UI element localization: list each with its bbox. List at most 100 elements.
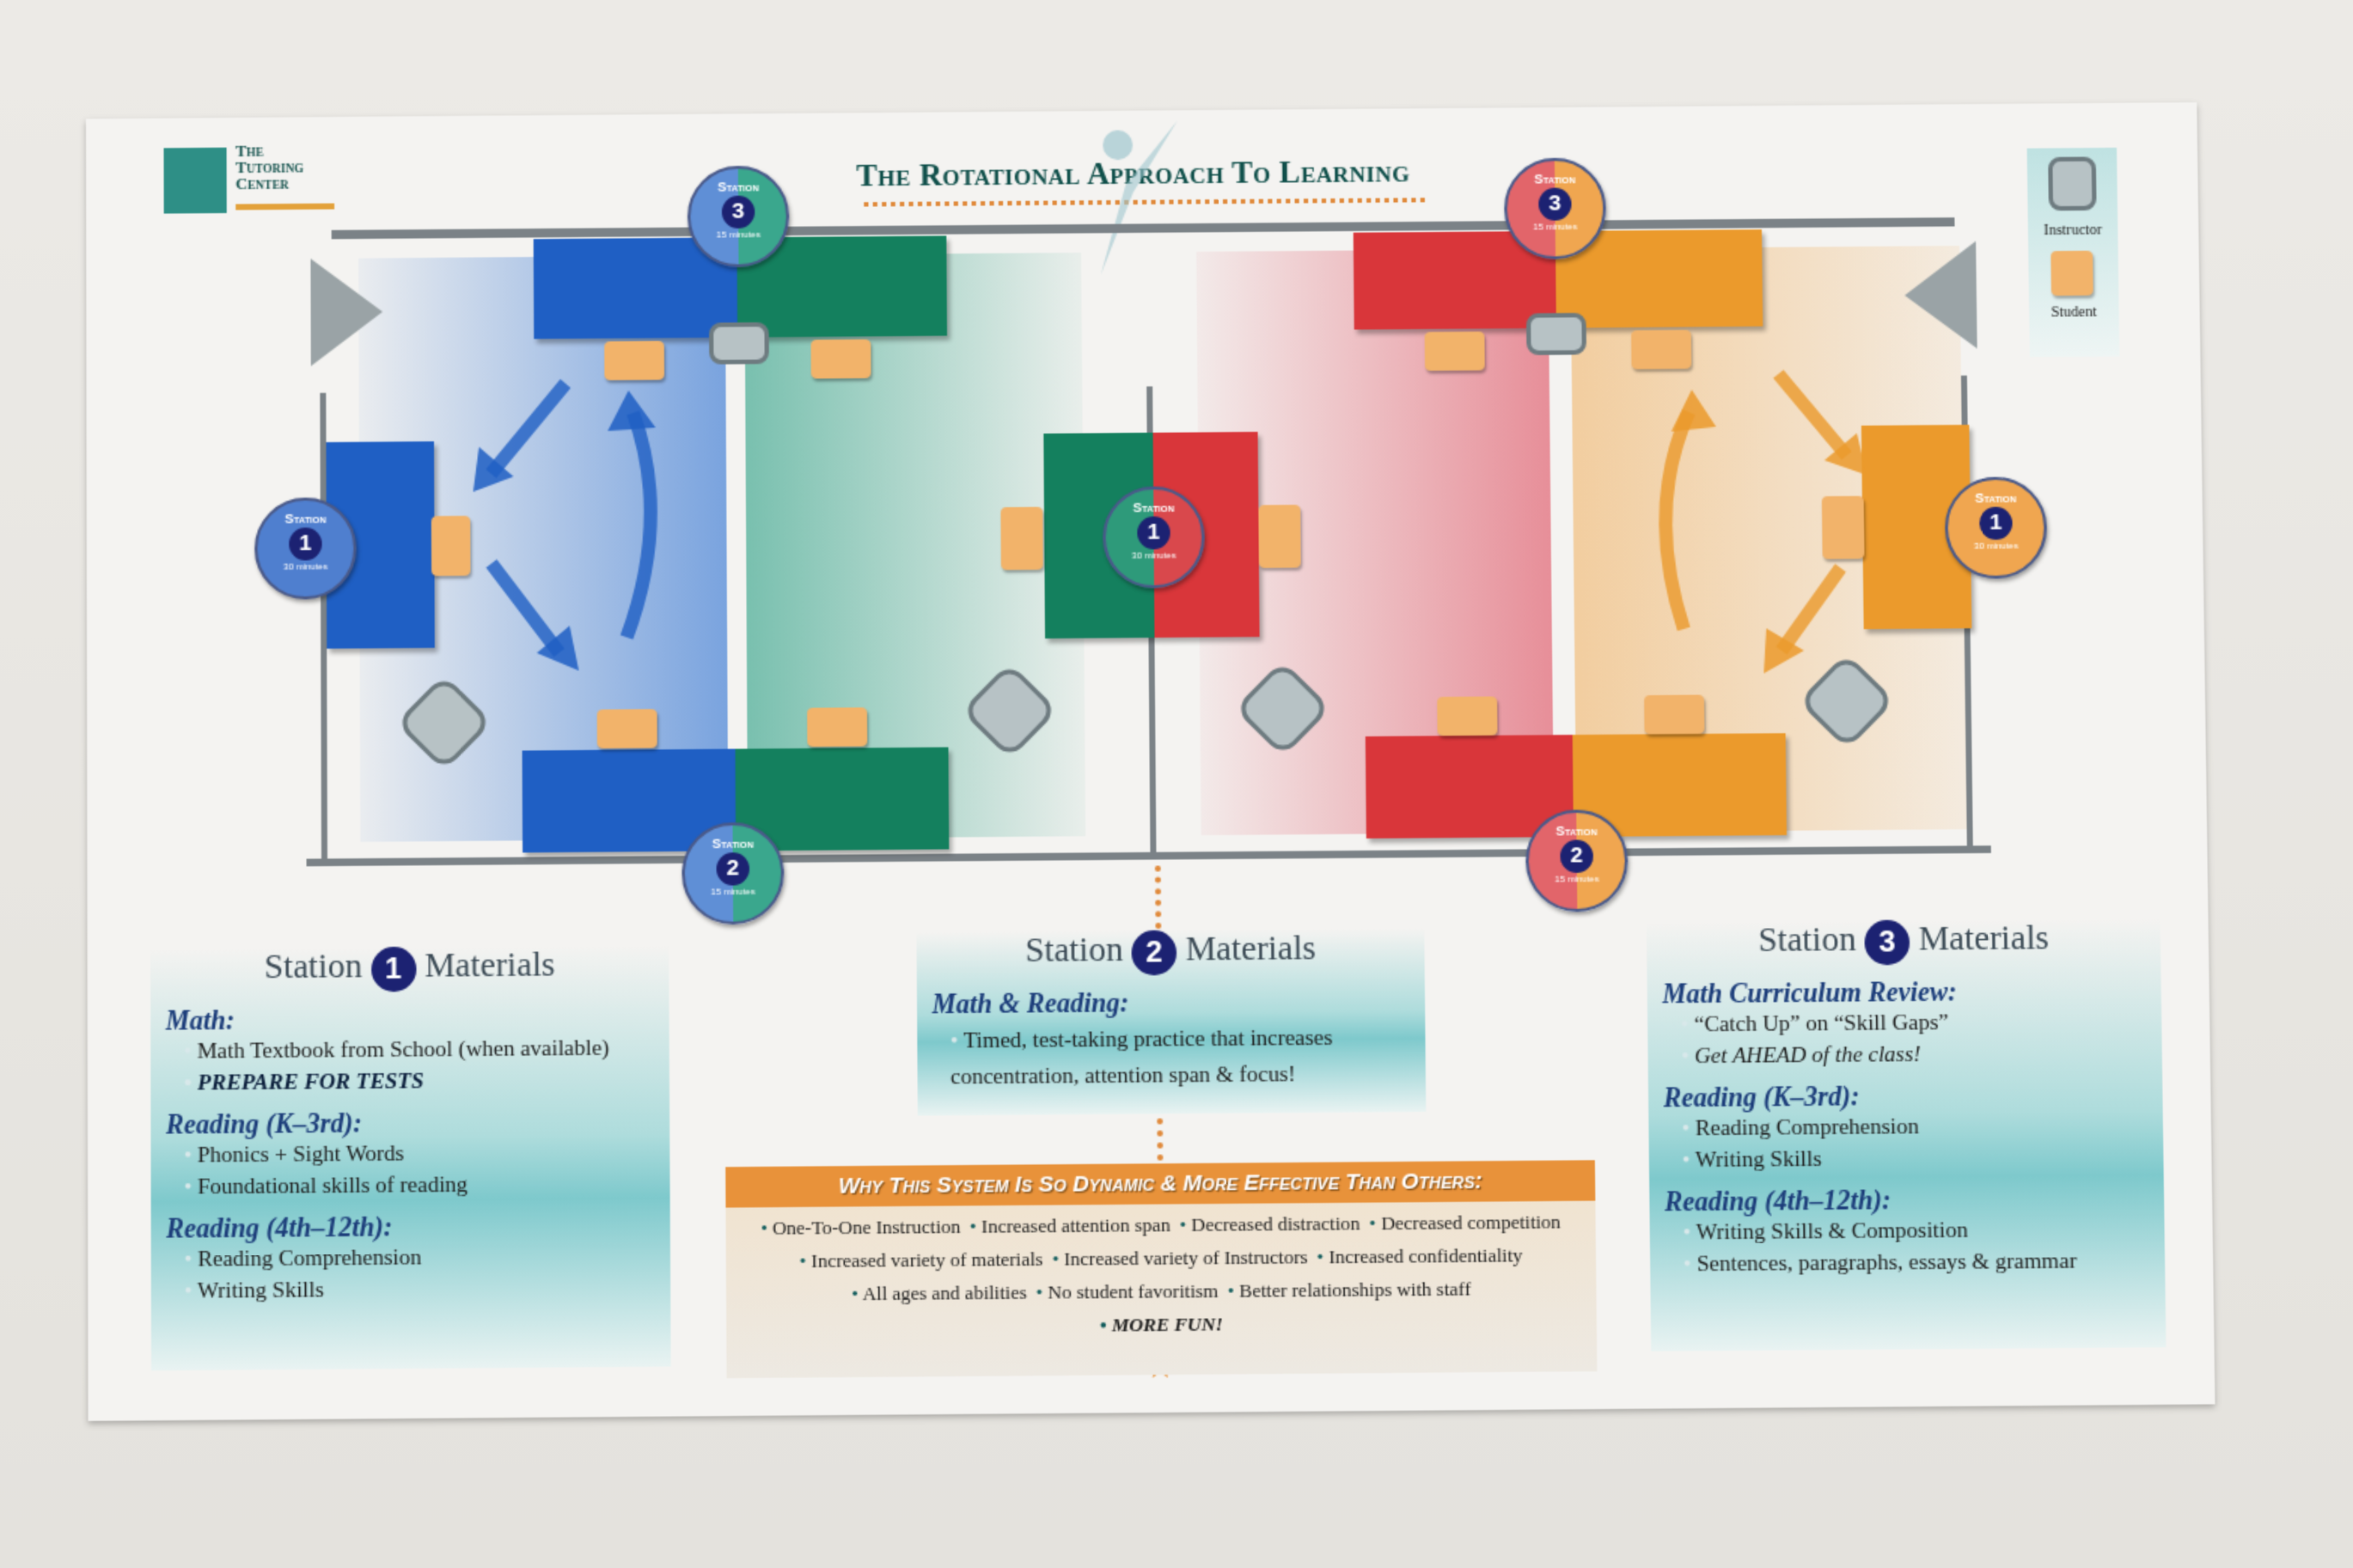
- list-item: Writing Skills & Composition: [1683, 1217, 2165, 1247]
- badge-minutes: 15 minutes: [685, 888, 781, 898]
- benefits-line: All ages and abilities No student favorit…: [726, 1276, 1597, 1307]
- station-3-materials: Station 3 Materials Math Curriculum Revi…: [1647, 918, 2167, 1351]
- badge-label: Station: [690, 179, 785, 194]
- rotation-arrows-icon: [1613, 344, 1887, 720]
- poster: The Tutoring Center The Rotational Appro…: [86, 102, 2215, 1421]
- station-2-badge: Station215 minutes: [681, 822, 784, 925]
- section-title: Reading (4th–12th):: [1665, 1183, 2165, 1218]
- badge-number: 2: [1560, 839, 1593, 873]
- section-title: Math:: [166, 1002, 669, 1037]
- materials-heading: Station 1 Materials: [150, 944, 669, 993]
- list-item: Math Textbook from School (when availabl…: [184, 1036, 669, 1065]
- benefit-item: Decreased competition: [1369, 1210, 1561, 1234]
- station-number: 2: [1132, 930, 1177, 976]
- station-2-badge: Station2 15 minutes: [1525, 809, 1629, 912]
- logo-underline: [235, 204, 334, 210]
- list-item: “Catch Up” on “Skill Gaps”: [1681, 1010, 2162, 1039]
- legend-student-label: Student: [2029, 304, 2119, 321]
- section-title: Reading (K–3rd):: [166, 1106, 669, 1141]
- list-item: PREPARE FOR TESTS: [184, 1068, 669, 1097]
- station-number: 3: [1865, 920, 1910, 966]
- benefit-item: MORE FUN!: [1100, 1312, 1224, 1335]
- heading-text: Station: [1758, 921, 1856, 960]
- station-1-badge: Station130 minutes: [1944, 477, 2047, 579]
- benefit-item: No student favoritism: [1036, 1279, 1218, 1303]
- badge-label: Station: [1105, 499, 1201, 515]
- heading-text: Materials: [425, 946, 555, 985]
- badge-label: Station: [1507, 171, 1603, 186]
- badge-number: 3: [1538, 187, 1572, 220]
- heading-text: Station: [1025, 931, 1123, 970]
- badge-number: 1: [1137, 516, 1170, 550]
- badge-label: Station: [1947, 490, 2044, 505]
- heading-text: Materials: [1918, 919, 2049, 958]
- legend: Instructor Student: [2027, 148, 2120, 357]
- benefits-line: Increased variety of materials Increased …: [726, 1243, 1596, 1274]
- benefit-item: Increased variety of materials: [799, 1248, 1043, 1272]
- materials-heading: Station 3 Materials: [1647, 918, 2160, 967]
- benefits-line: One-To-One Instruction Increased attentio…: [726, 1210, 1596, 1241]
- station-number: 1: [370, 947, 416, 992]
- badge-label: Station: [685, 836, 781, 851]
- section-title: Math Curriculum Review:: [1662, 975, 2161, 1010]
- student-chair-icon: [807, 707, 867, 747]
- section-title: Reading (K–3rd):: [1663, 1079, 2162, 1114]
- student-chair-icon: [1258, 505, 1300, 569]
- benefits-line: MORE FUN!: [726, 1309, 1597, 1340]
- benefit-item: One-To-One Instruction: [761, 1215, 961, 1239]
- station-3-badge: Station 3 15 minutes: [688, 166, 790, 268]
- station-1-materials: Station 1 Materials Math: Math Textbook …: [150, 944, 671, 1370]
- benefits-box: Why This System Is So Dynamic & More Eff…: [725, 1160, 1597, 1378]
- benefit-item: Better relationships with staff: [1227, 1278, 1471, 1303]
- student-chair-icon: [1000, 507, 1042, 570]
- logo-text: The Tutoring Center: [235, 144, 303, 194]
- student-chair-icon: [811, 339, 871, 379]
- badge-minutes: 30 minutes: [1948, 542, 2044, 552]
- station-3-badge: Station3 15 minutes: [1504, 157, 1607, 259]
- badge-label: Station: [1528, 823, 1624, 839]
- connector-dots: [1155, 865, 1162, 928]
- student-chair-icon: [1437, 697, 1497, 736]
- materials-heading: Station 2 Materials: [916, 928, 1424, 977]
- station-1-badge: Station1 30 minutes: [1103, 486, 1206, 589]
- list-item: Writing Skills: [184, 1276, 670, 1305]
- benefits-heading: Why This System Is So Dynamic & More Eff…: [725, 1160, 1595, 1207]
- station-2-materials: Station 2 Materials Math & Reading: Time…: [916, 928, 1426, 1115]
- badge-label: Station: [258, 510, 354, 526]
- entry-arrow-icon: [1904, 241, 1981, 354]
- benefit-item: Increased variety of Instructors: [1052, 1245, 1308, 1270]
- instructor-chair-icon: [2048, 156, 2097, 210]
- badge-minutes: 15 minutes: [691, 231, 786, 241]
- badge-number: 3: [722, 196, 755, 229]
- section-title: Reading (4th–12th):: [166, 1210, 670, 1245]
- list-item: Foundational skills of reading: [184, 1172, 670, 1201]
- benefit-item: Decreased distraction: [1179, 1211, 1360, 1235]
- runner-figure-icon: [1073, 118, 1208, 283]
- badge-minutes: 15 minutes: [1507, 223, 1604, 233]
- benefit-item: Increased attention span: [969, 1213, 1170, 1237]
- list-item: Reading Comprehension: [1682, 1113, 2163, 1143]
- list-item: Reading Comprehension: [184, 1244, 670, 1273]
- heading-text: Station: [264, 948, 362, 986]
- badge-minutes: 15 minutes: [1529, 876, 1625, 885]
- logo-line: Center: [235, 177, 303, 194]
- entry-arrow-icon: [310, 258, 386, 370]
- connector-dots: [1157, 1107, 1163, 1161]
- legend-instructor-label: Instructor: [2028, 223, 2118, 240]
- badge-number: 1: [289, 528, 321, 561]
- benefit-item: All ages and abilities: [852, 1281, 1027, 1305]
- list-item: Timed, test-taking practice that increas…: [950, 1020, 1426, 1095]
- student-chair-icon: [2050, 251, 2093, 296]
- badge-minutes: 30 minutes: [258, 563, 354, 572]
- section-title: Math & Reading:: [932, 985, 1425, 1021]
- instructor-chair-icon: [709, 322, 769, 364]
- badge-minutes: 30 minutes: [1106, 552, 1202, 561]
- list-item: Phonics + Sight Words: [184, 1140, 669, 1169]
- station-1-badge: Station 1 30 minutes: [254, 497, 357, 600]
- benefit-item: Increased confidentiality: [1317, 1243, 1523, 1267]
- instructor-chair-icon: [1526, 313, 1586, 355]
- logo-icon: [164, 148, 227, 214]
- list-item: Get AHEAD of the class!: [1681, 1041, 2162, 1071]
- heading-text: Materials: [1185, 930, 1316, 968]
- rotation-arrows-icon: [446, 352, 718, 729]
